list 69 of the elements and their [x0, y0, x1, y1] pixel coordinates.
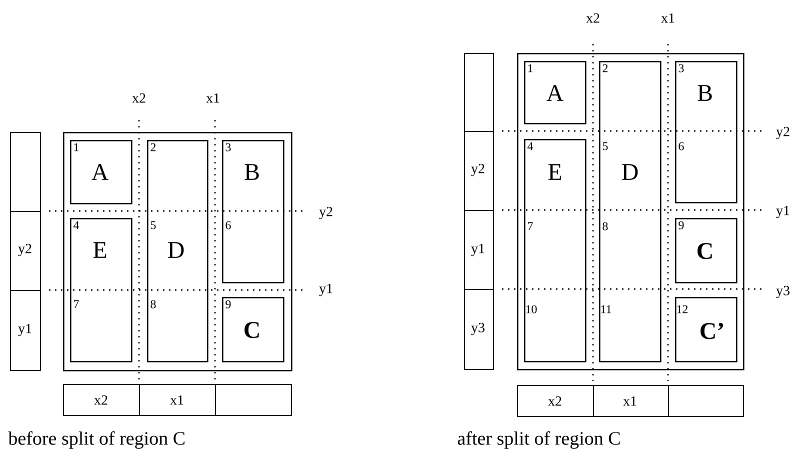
region-letter: E	[548, 164, 562, 180]
cell-number: 11	[601, 305, 612, 314]
region-box	[599, 61, 662, 362]
region-letter: C	[698, 242, 712, 260]
caption: after split of region C	[458, 431, 620, 449]
cell-number: 3	[678, 64, 684, 72]
region-box	[675, 218, 738, 284]
axis-label: y2	[319, 206, 332, 220]
cell-number: 2	[602, 64, 608, 72]
cell-number: 7	[528, 222, 533, 230]
region-letter: A	[92, 164, 108, 180]
cell-number: 1	[528, 64, 532, 72]
table-cell	[215, 384, 292, 416]
region-letter: B	[698, 85, 712, 101]
frame-box	[63, 132, 292, 372]
table-cell: y3	[464, 289, 494, 370]
axis-label: y1	[319, 284, 332, 296]
axis-label: y1	[776, 206, 790, 218]
cell-number: 6	[678, 142, 684, 150]
table-cell: x2	[63, 384, 140, 416]
cell-number: 5	[150, 221, 156, 230]
axis-label: x2	[586, 13, 600, 23]
table-cell	[10, 132, 41, 212]
cell-number: 6	[226, 221, 231, 230]
caption: before split of region C	[8, 431, 184, 449]
axis-label: x1	[206, 93, 220, 103]
cell-number: 3	[226, 143, 231, 152]
region-box	[675, 297, 738, 362]
cell-number: 12	[677, 305, 688, 314]
cell-number: 8	[150, 300, 156, 308]
region-letter: D	[168, 242, 184, 258]
region-letter: C	[244, 322, 259, 338]
region-box	[147, 140, 208, 362]
region-box	[524, 61, 586, 124]
region-box	[675, 61, 738, 204]
cell-number: 4	[527, 142, 534, 150]
region-letter: E	[93, 242, 106, 258]
region-letter: D	[622, 164, 638, 180]
cell-number: 7	[74, 300, 79, 308]
region-letter: C’	[700, 322, 723, 340]
table-cell	[464, 53, 494, 132]
table-cell: x1	[593, 385, 669, 417]
table-cell: y1	[10, 290, 41, 371]
axis-label: x2	[132, 93, 146, 103]
cell-number: 10	[526, 305, 537, 314]
region-box	[222, 297, 284, 362]
region-box	[70, 140, 132, 204]
table-cell: y2	[464, 131, 494, 211]
cell-number: 9	[678, 221, 684, 230]
table-cell: x1	[139, 384, 216, 416]
frame-box	[517, 53, 744, 370]
cell-number: 4	[73, 221, 80, 230]
table-cell: y1	[464, 210, 494, 290]
region-letter: A	[546, 85, 564, 101]
cell-number: 5	[602, 142, 608, 150]
cell-number: 9	[226, 300, 231, 308]
axis-label: y3	[776, 286, 790, 298]
cell-number: 2	[150, 143, 156, 152]
axis-label: x1	[661, 13, 674, 23]
region-box	[70, 218, 132, 362]
table-cell: x2	[517, 385, 594, 417]
cell-number: 1	[74, 143, 78, 152]
table-cell	[668, 385, 744, 417]
region-box	[222, 140, 284, 284]
cell-number: 8	[602, 222, 608, 230]
table-cell: y2	[10, 211, 41, 291]
region-letter: B	[244, 164, 259, 180]
axis-label: y2	[776, 126, 790, 140]
region-box	[524, 139, 586, 362]
